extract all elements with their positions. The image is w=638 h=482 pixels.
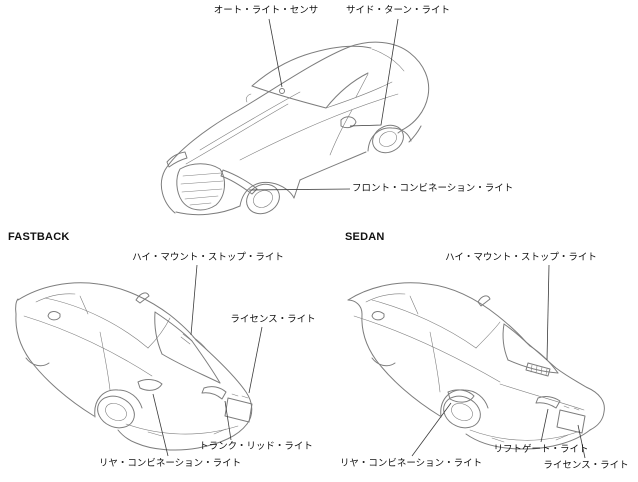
fastback-bumper-details [147,428,227,437]
side-turn-light-callout-line [349,18,399,127]
sedan-license-light-label: ライセンス・ライト [543,460,629,471]
sedan-liftgate-light-label: リフトゲート・ライト [493,444,589,455]
fastback-section-title: FASTBACK [8,231,70,243]
front-car-illustration [160,41,430,216]
sedan-high-mount-callout-line [546,264,550,361]
front-wheel [246,183,280,215]
front-combination-light-callout-line [248,188,351,191]
sedan-inner-lamp [535,396,561,409]
fastback-trunk-lid-light-label: トランク・リッド・ライト [199,441,313,452]
fastback-shark-fin-antenna-icon [135,292,150,304]
sedan-rear-combination-callout-line [411,402,452,457]
sedan-rear-illustration [347,282,605,450]
sedan-rear-combination-light-label: リヤ・コンビネーション・ライト [339,458,483,469]
front-combination-light-label: フロント・コンビネーション・ライト [352,183,514,194]
fastback-rear-combination-callout-line [152,393,169,457]
front-car-greenhouse [245,45,405,109]
auto-light-sensor-callout-line [268,18,283,88]
fastback-license-plate [224,393,253,423]
fastback-front-wheel [25,357,50,367]
sedan-high-mount-stop-light-mark [525,362,551,377]
sedan-shark-fin-antenna-icon [477,295,491,307]
fastback-license-light-label: ライセンス・ライト [230,314,316,325]
sedan-door-mirror-icon [371,311,385,321]
sedan-rear-window [502,323,559,374]
fastback-hatch-window [154,311,221,384]
sedan-front-wheel [371,357,396,367]
fastback-rear-wheel [94,389,143,429]
sedan-rear-wheel [440,389,489,429]
auto-light-sensor-mark [279,88,285,94]
side-turn-light-label: サイド・ターン・ライト [345,5,451,16]
rear-wheel [372,124,404,154]
sedan-liftgate-callout-line [540,408,549,443]
door-mirror-icon [340,116,357,129]
fastback-door-mirror-icon [47,311,61,321]
fastback-rear-combination-lamp [137,379,163,391]
sedan-license-plate [556,405,586,434]
sedan-body-outline [347,282,605,450]
fastback-rear-combination-light-label: リヤ・コンビネーション・ライト [98,458,242,469]
auto-light-sensor-label: オート・ライト・センサ [213,5,319,16]
sedan-license-callout-line [577,424,586,459]
callout-lines [152,18,586,459]
sedan-high-mount-stop-light-label: ハイ・マウント・ストップ・ライト [445,252,597,263]
fastback-rear-illustration [15,282,253,451]
sedan-glass [371,295,501,349]
headlight-right [220,169,258,195]
headlight-left [166,151,188,168]
fastback-body-outline [15,282,253,451]
fastback-glass [44,295,171,349]
sedan-bumper-details [491,434,569,443]
fastback-license-callout-line [248,326,263,394]
fastback-high-mount-stop-light-mark [180,333,193,345]
front-grille [176,163,225,211]
front-car-body-outline [160,41,430,216]
sedan-section-title: SEDAN [345,231,385,243]
fastback-high-mount-callout-line [190,264,198,336]
fastback-trunk-lid-callout-line [224,400,232,441]
fastback-high-mount-stop-light-label: ハイ・マウント・ストップ・ライト [132,252,284,263]
fastback-inner-lamp [201,386,227,400]
